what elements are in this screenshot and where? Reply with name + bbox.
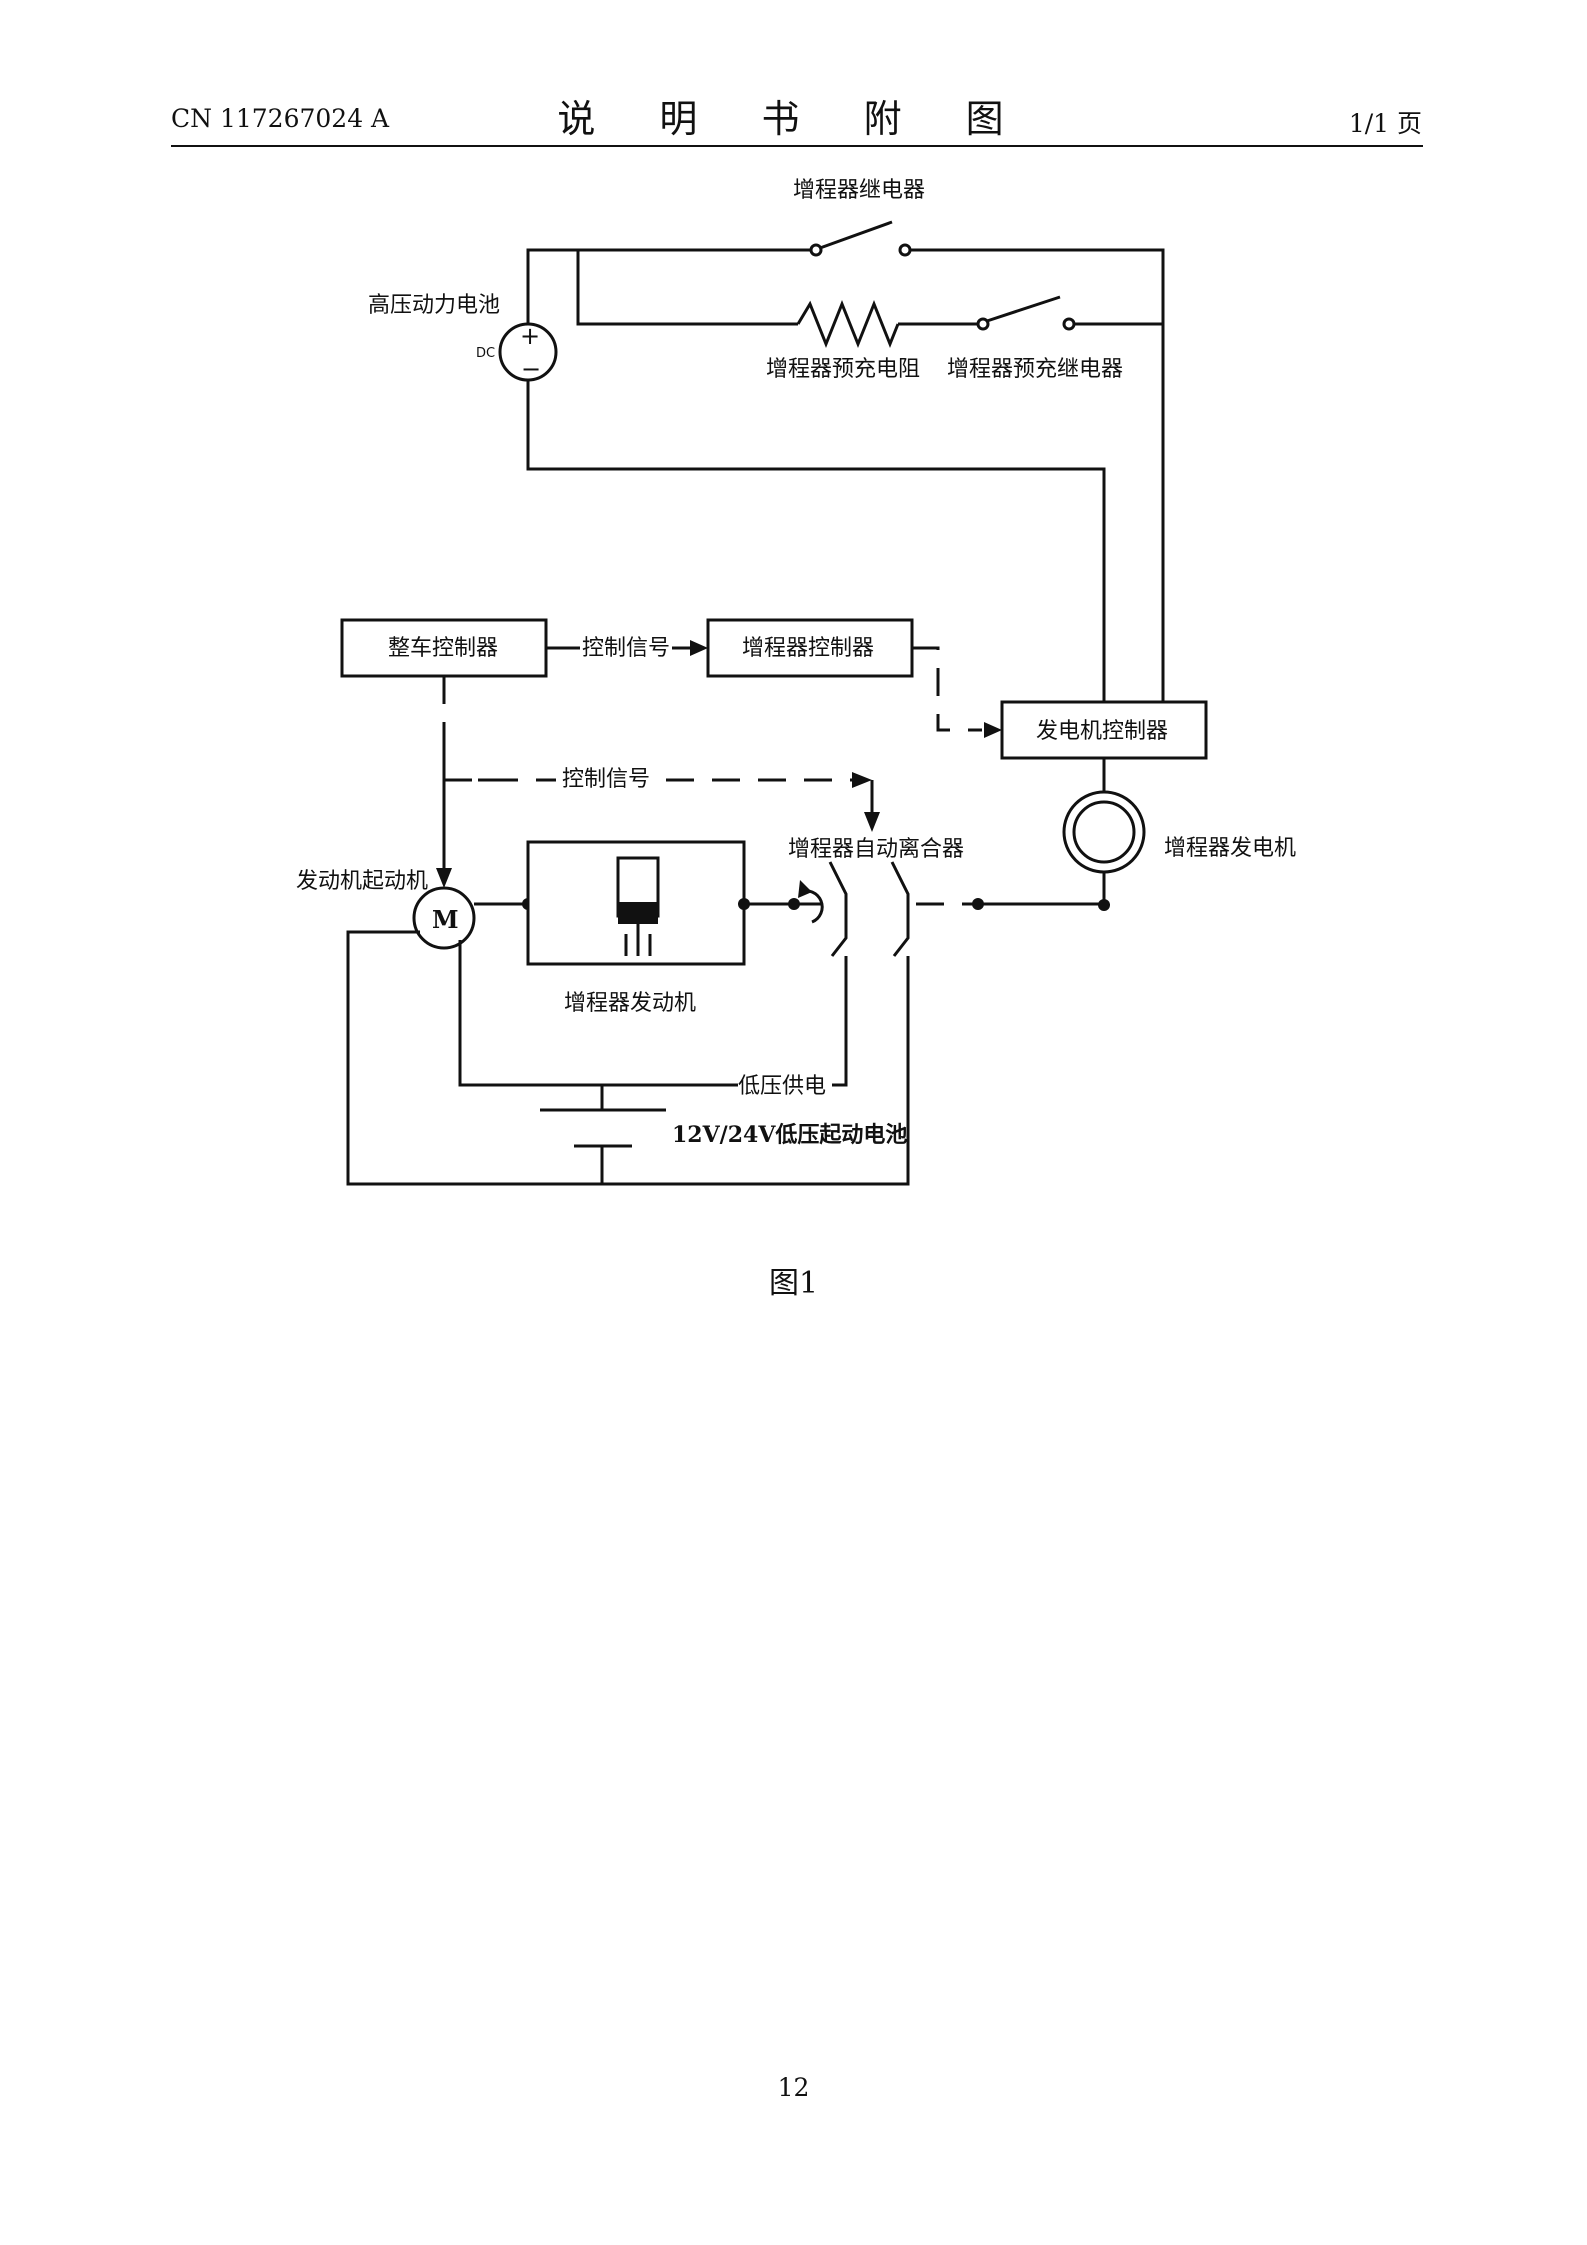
engine-piston-icon — [616, 856, 660, 956]
starter-control-arrow — [436, 868, 452, 888]
auto-clutch-label: 增程器自动离合器 — [788, 837, 964, 862]
precharge-relay-label: 增程器预充继电器 — [947, 357, 1123, 382]
range-extender-relay-label: 增程器继电器 — [793, 178, 925, 203]
page-count: 1/1 页 — [1348, 109, 1422, 138]
range-extender-generator-symbol — [1062, 790, 1146, 874]
figure-caption: 图1 — [768, 1266, 819, 1301]
range-extender-generator-label: 增程器发电机 — [1164, 836, 1296, 861]
range-extender-controller-label: 增程器控制器 — [742, 636, 874, 661]
page-number: 12 — [777, 2073, 810, 2102]
low-voltage-supply-label: 低压供电 — [738, 1074, 826, 1099]
header-rule — [171, 145, 1423, 147]
starter-motor-symbol — [412, 886, 476, 950]
precharge-resistor-symbol — [796, 299, 900, 349]
low-voltage-wiring — [346, 930, 910, 1186]
engine-starter-label: 发动机起动机 — [296, 869, 428, 894]
document-id: CN 117267024 A — [171, 104, 390, 133]
hv-battery: + − DC — [476, 322, 558, 383]
clutch-control-arrow — [864, 812, 880, 832]
precharge-relay-switch — [976, 295, 1076, 331]
circuit-diagram: + − DC 高压动力电池 增程器继电器 增程器预充电阻 增程器预充继电器 整车… — [296, 178, 1296, 1186]
range-extender-controller-box — [706, 618, 914, 678]
control-arrow-2 — [984, 722, 1002, 738]
range-extender-engine-label: 增程器发动机 — [564, 991, 696, 1016]
generator-controller-label: 发电机控制器 — [1036, 719, 1168, 744]
battery-minus-sign: − — [521, 355, 541, 383]
control-signal-label-1: 控制信号 — [582, 636, 670, 661]
battery-plus-sign: + — [520, 322, 540, 350]
hv-wiring — [526, 248, 1165, 705]
precharge-resistor-label: 增程器预充电阻 — [766, 357, 920, 382]
vehicle-controller-label: 整车控制器 — [388, 636, 498, 661]
battery-dc-label: DC — [476, 346, 495, 361]
motor-symbol-label: M — [432, 905, 459, 934]
generator-controller-box — [1000, 700, 1208, 760]
control-arrow-1 — [690, 640, 708, 656]
hv-battery-label: 高压动力电池 — [368, 293, 500, 318]
lv-start-battery-label: 12V/24V低压起动电池 — [672, 1122, 907, 1148]
control-signal-label-2: 控制信号 — [562, 767, 650, 792]
auto-clutch-symbol — [798, 861, 910, 957]
range-extender-relay-switch — [809, 220, 912, 257]
control-signal-arrow — [852, 772, 872, 788]
lv-start-battery-symbol — [540, 1108, 666, 1148]
page-title: 说 明 书 附 图 — [557, 97, 1030, 141]
